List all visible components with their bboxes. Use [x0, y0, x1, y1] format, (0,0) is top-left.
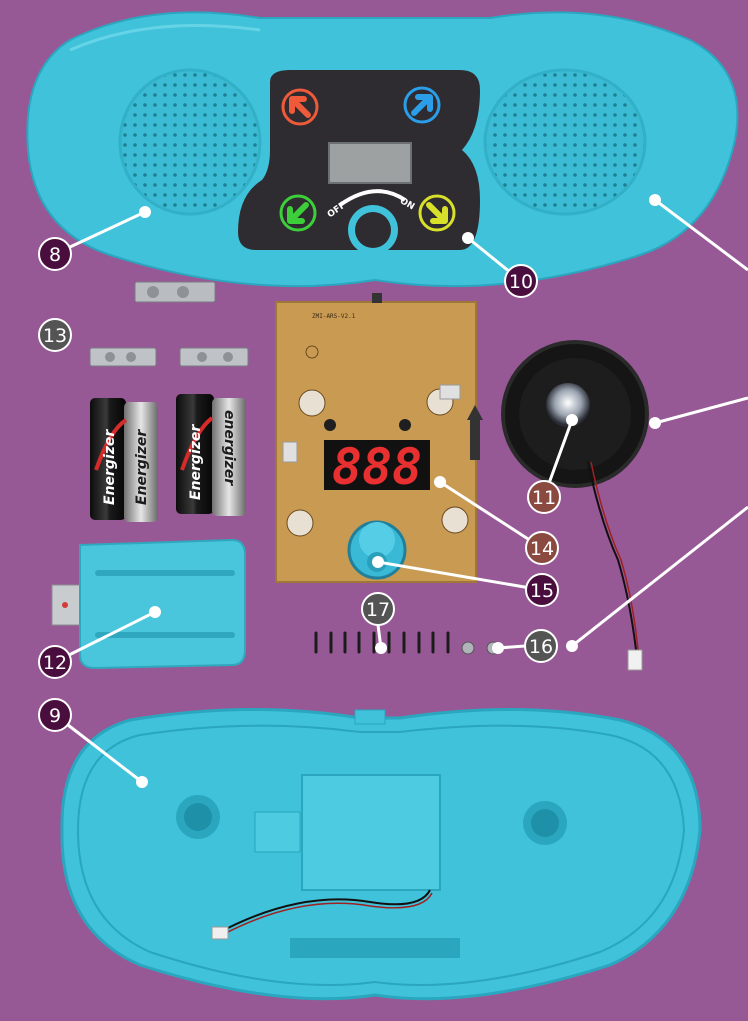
battery-compartment — [301, 774, 441, 891]
battery-door — [51, 538, 246, 670]
red-arrow-button[interactable] — [281, 88, 319, 126]
rotary-knob — [347, 520, 407, 580]
display-window — [328, 142, 412, 184]
svg-text:12: 12 — [43, 652, 67, 674]
svg-text:8: 8 — [49, 244, 61, 266]
callout-14: 14 — [525, 531, 559, 565]
blue-arrow-button[interactable] — [403, 86, 441, 124]
seven-segment-display — [324, 440, 430, 490]
right-speaker-grille — [483, 68, 647, 216]
battery-brand-4: energizer — [221, 410, 237, 486]
callout-11: 11 — [527, 480, 561, 514]
left-speaker-grille — [118, 68, 262, 216]
callout-12: 12 — [38, 645, 72, 679]
aa-batteries: Energizer Energizer Energizer energizer — [90, 394, 246, 522]
back-housing — [60, 707, 702, 1001]
battery-brand-3: Energizer — [188, 424, 204, 500]
svg-text:17: 17 — [366, 599, 390, 621]
battery-contacts — [89, 281, 249, 367]
callout-9: 9 — [38, 698, 72, 732]
svg-text:10: 10 — [509, 271, 533, 293]
callout-17: 17 — [361, 592, 395, 626]
svg-text:14: 14 — [530, 538, 554, 560]
speaker — [501, 340, 649, 671]
front-cover: OFF ON — [26, 11, 739, 288]
callout-8: 8 — [38, 237, 72, 271]
callout-10: 10 — [504, 264, 538, 298]
leader-dots — [136, 194, 661, 788]
yellow-arrow-button[interactable] — [418, 194, 456, 232]
callout-15: 15 — [525, 573, 559, 607]
seven-segment-reading: 888 — [332, 438, 422, 496]
callout-16: 16 — [524, 629, 558, 663]
pcb-model-code: ZMI-ARS-V2.1 — [312, 313, 356, 320]
battery-brand-1: Energizer — [102, 429, 118, 505]
svg-text:16: 16 — [529, 636, 553, 658]
svg-text:13: 13 — [43, 325, 67, 347]
callout-13: 13 — [38, 318, 72, 352]
battery-brand-2: Energizer — [134, 429, 150, 505]
on-off-arc — [338, 189, 407, 207]
screws — [314, 631, 500, 655]
svg-text:11: 11 — [532, 487, 556, 509]
svg-text:9: 9 — [49, 705, 61, 727]
svg-text:15: 15 — [530, 580, 554, 602]
green-arrow-button[interactable] — [279, 194, 317, 232]
